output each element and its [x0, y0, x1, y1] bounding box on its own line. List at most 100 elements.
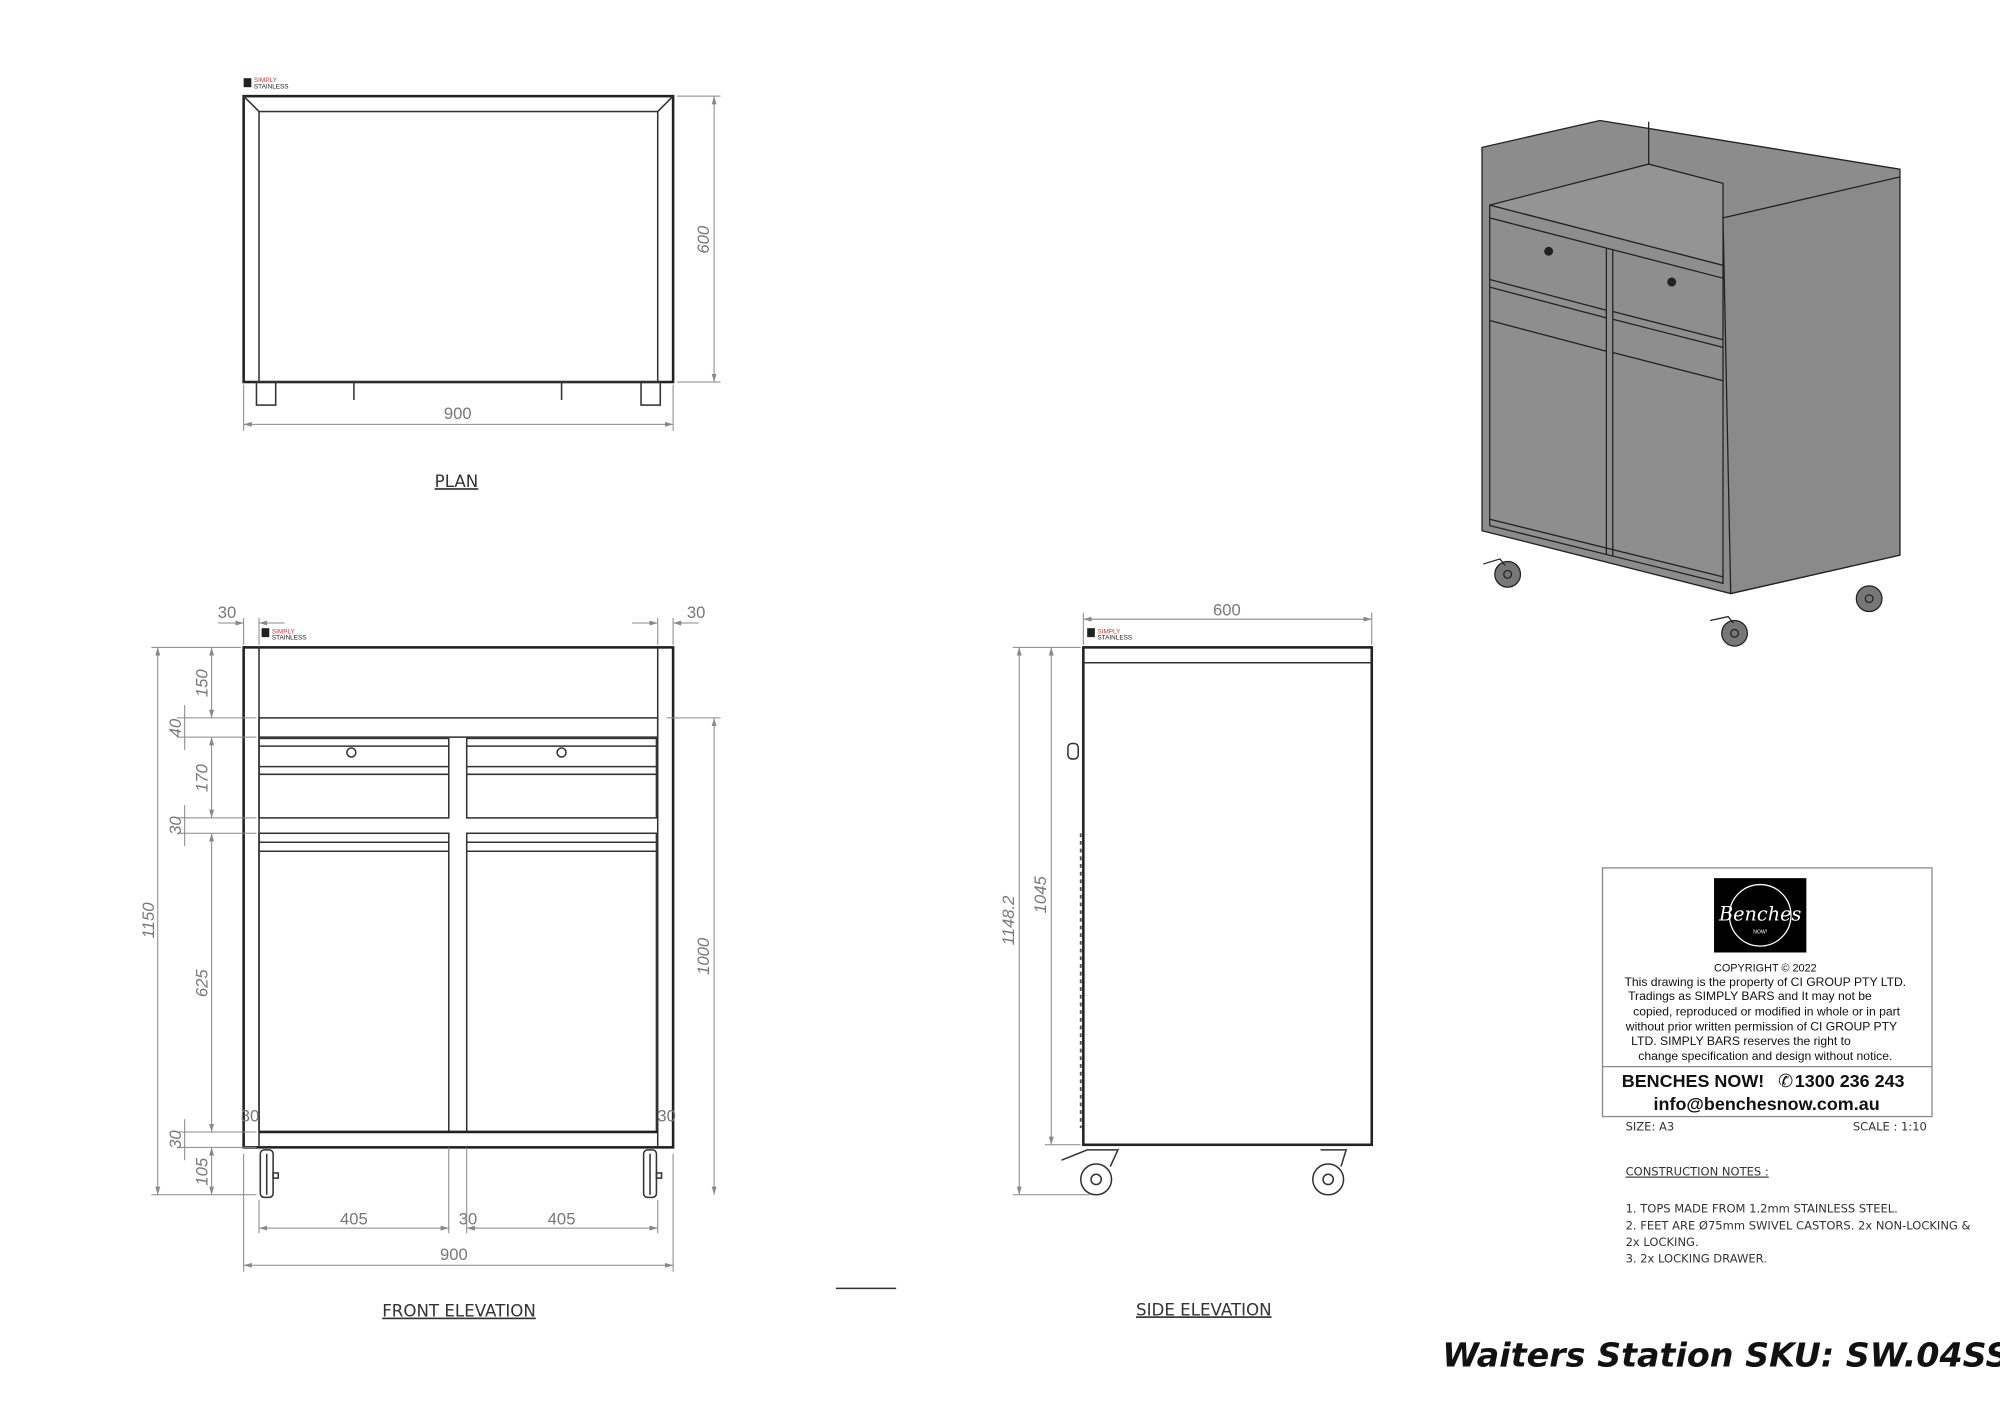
plan-view: SIMPLY STAINLESS 600 900 PLAN: [242, 77, 721, 491]
brand_logo_text-1-text: STAINLESS: [272, 635, 307, 642]
brand_logo_text-1-text: STAINLESS: [1097, 635, 1132, 642]
drawing-line: [1090, 1173, 1103, 1186]
drawing-line: [1489, 286, 1607, 319]
drawing-line: [258, 737, 450, 819]
simply-stainless-logo: SIMPLY STAINLESS: [243, 77, 289, 90]
side-elevation-label: SIDE ELEVATION: [1136, 1300, 1272, 1319]
drawing-line: [1730, 628, 1740, 638]
views-front-dims-side_left-text: 30: [218, 603, 237, 622]
views-front-dims-inset_right-text: 30: [657, 1107, 676, 1126]
front-elevation-view: SIMPLY STAINLESS 1150 150 40 170 30: [139, 603, 721, 1321]
brand_logo_text-0-text: SIMPLY: [254, 77, 278, 84]
title_block-size-text: SIZE: A3: [1626, 1120, 1675, 1134]
drawing-line: [1710, 615, 1734, 624]
title_block-phone-text: 1300 236 243: [1795, 1071, 1905, 1091]
views-front-dims-rail1-text: 40: [166, 718, 185, 737]
drawing-line: [1483, 558, 1506, 566]
views-front-dims-door_left-text: 405: [340, 1209, 368, 1228]
title_block-scale-text: SCALE : 1:10: [1853, 1120, 1927, 1134]
drawing-line: [1061, 1149, 1120, 1167]
title_block-notice-3-text: without prior written permission of CI G…: [1625, 1020, 1897, 1034]
drawing-line: [242, 646, 675, 1149]
drawing-line: [465, 832, 658, 1133]
drawing-line: [1082, 646, 1374, 1147]
lock-icon: [346, 747, 357, 758]
views-front-dims-door-text: 625: [193, 969, 212, 998]
views-front-dims-rail2-text: 30: [166, 816, 185, 835]
drawing-line: [1489, 217, 1724, 279]
drawing-line: [1489, 518, 1724, 578]
construction-notes: CONSTRUCTION NOTES : 1. TOPS MADE FROM 1…: [1626, 1165, 1971, 1266]
isometric-render: [1481, 119, 1901, 647]
phone-icon: ✆: [1778, 1071, 1793, 1091]
views-side-dims-depth-text: 600: [1213, 600, 1241, 619]
drawing-line: [261, 628, 270, 638]
drawing-line: [1079, 1163, 1113, 1196]
plan-label: PLAN: [435, 472, 479, 491]
drawing-line: [1722, 176, 1901, 595]
drawing-line: [1728, 883, 1792, 947]
views-side-dims-body_height-text: 1045: [1031, 876, 1050, 914]
simply-stainless-logo: SIMPLY STAINLESS: [261, 628, 307, 642]
views-front-dims-inset_left-text: 30: [241, 1107, 260, 1126]
brand_logo_text-1-text: STAINLESS: [254, 83, 289, 90]
title_block-company-text: BENCHES NOW!: [1622, 1071, 1765, 1091]
views-front-dims-castor-text: 105: [193, 1157, 212, 1186]
notes-items-0-text: 1. TOPS MADE FROM 1.2mm STAINLESS STEEL.: [1626, 1202, 1898, 1216]
brand_logo_text-0-text: SIMPLY: [272, 628, 296, 635]
drawing-line: [465, 737, 658, 819]
title_block-logo_sub-text: NOW!: [1753, 929, 1767, 935]
drawing-line: [243, 95, 260, 113]
drawing-line: [1312, 1163, 1345, 1196]
drawing-line: [255, 381, 277, 406]
notes-items-3-text: 3. 2x LOCKING DRAWER.: [1626, 1252, 1767, 1266]
title_block-notice-5-text: change specification and design without …: [1638, 1049, 1892, 1063]
dim-plan-depth: 600: [694, 225, 713, 254]
dim-plan-width: 900: [444, 404, 472, 423]
title_block-notice-4-text: LTD. SIMPLY BARS reserves the right to: [1631, 1034, 1851, 1048]
drawing-line: [1612, 318, 1724, 349]
drawing-line: [258, 717, 659, 738]
title_block-copyright-text: COPYRIGHT © 2022: [1714, 963, 1817, 975]
lock-icon: [1544, 246, 1554, 256]
drawing-line: [242, 94, 675, 384]
drawing-line: [1320, 1149, 1348, 1167]
castor-icon: [1061, 1149, 1120, 1196]
notes-items-1-text: 2. FEET ARE Ø75mm SWIVEL CASTORS. 2x NON…: [1626, 1218, 1971, 1232]
views-side-dims-overall_height-text: 1148.2: [999, 895, 1018, 945]
castor-icon: [1312, 1149, 1348, 1196]
lock-icon: [556, 747, 567, 758]
views-front-dims-body_height-text: 1000: [694, 937, 713, 975]
views-front-dims-door_right-text: 405: [548, 1209, 576, 1228]
drawing-line: [258, 832, 450, 1133]
drawing-line: [1489, 319, 1607, 352]
side-elevation-view: SIMPLY STAINLESS 600 1148.2 1045 SIDE EL…: [999, 600, 1374, 1319]
views-front-dims-width-text: 900: [440, 1245, 468, 1264]
drawing-line: [1322, 1173, 1335, 1186]
benches-now-logo: Benches NOW!: [1714, 878, 1807, 953]
simply-stainless-logo: SIMPLY STAINLESS: [1087, 628, 1132, 642]
drawing-line: [272, 1172, 280, 1179]
drawing-line: [1489, 278, 1607, 311]
views-front-dims-top-text: 150: [193, 669, 212, 698]
brand_logo_text-0-text: SIMPLY: [1097, 628, 1121, 635]
title_block-logo_text-text: Benches: [1718, 902, 1801, 925]
castor-icon: [1855, 585, 1883, 613]
lock-icon: [1667, 277, 1677, 287]
castor-icon: [1710, 615, 1749, 647]
drawing-line: [243, 78, 252, 88]
notes-heading-text: CONSTRUCTION NOTES :: [1626, 1165, 1769, 1179]
views-front-dims-overall_height-text: 1150: [139, 902, 158, 939]
castor-icon: [259, 1149, 280, 1199]
drawing-line: [1503, 569, 1513, 579]
drawing-line: [1612, 310, 1724, 341]
title_block-notice-1-text: Tradings as SIMPLY BARS and It may not b…: [1628, 989, 1872, 1003]
drawing-line: [1087, 628, 1095, 638]
drawing-line: [1864, 594, 1874, 604]
title_block-notice-2-text: copied, reproduced or modified in whole …: [1633, 1004, 1901, 1018]
drawing-line: [640, 381, 662, 406]
views-front-dims-side_right-text: 30: [687, 603, 706, 622]
drawing-line: [1612, 351, 1724, 382]
views-front-dims-rail3-text: 30: [166, 1130, 185, 1149]
